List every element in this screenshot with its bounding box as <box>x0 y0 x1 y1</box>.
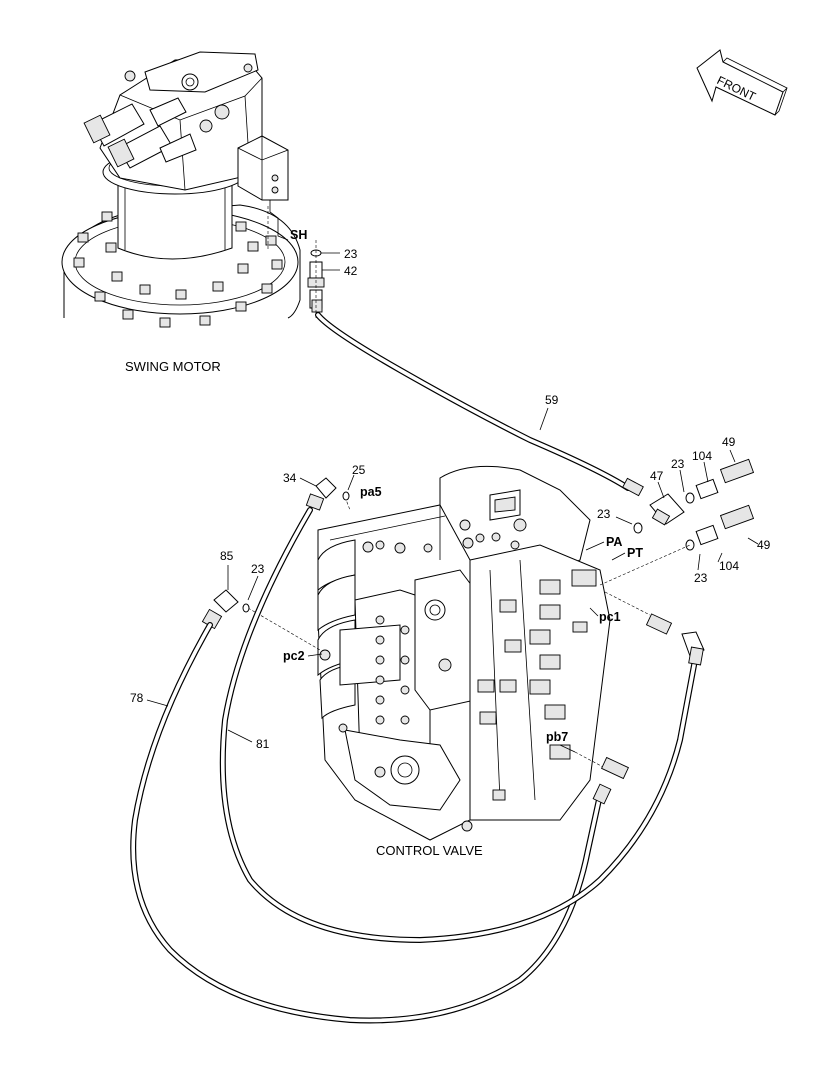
front-arrow: FRONT <box>696 49 788 116</box>
port-pa5-label: pa5 <box>360 485 382 499</box>
port-pc2-label: pc2 <box>283 649 305 663</box>
port-pb7-label: pb7 <box>546 730 568 744</box>
pt-fittings <box>599 504 755 586</box>
pilot-caps <box>477 532 597 801</box>
callout-23-top: 23 <box>671 457 685 471</box>
callout-23-pt: 23 <box>694 571 708 585</box>
hose-59 <box>315 312 644 497</box>
callout-25: 25 <box>352 463 366 477</box>
port-pt-label: PT <box>627 546 643 560</box>
callout-78: 78 <box>130 691 144 705</box>
relief-valves <box>83 97 197 169</box>
port-pc1-label: pc1 <box>599 610 621 624</box>
flange-bolts <box>73 211 283 328</box>
pa5-fittings <box>305 477 350 511</box>
callout-47: 47 <box>650 469 664 483</box>
port-sh-label: SH <box>290 228 307 242</box>
pc2-fittings <box>201 589 250 630</box>
callout-34: 34 <box>283 471 297 485</box>
callout-104-bottom: 104 <box>719 559 739 573</box>
pb7-fittings <box>600 756 630 780</box>
callout-49-top: 49 <box>722 435 736 449</box>
hose-78 <box>130 622 612 1024</box>
control-valve-label: CONTROL VALVE <box>376 843 483 858</box>
callout-59: 59 <box>545 393 559 407</box>
callout-23-pc2: 23 <box>251 562 265 576</box>
callout-85: 85 <box>220 549 234 563</box>
callout-104-top: 104 <box>692 449 712 463</box>
control-valve <box>317 465 611 841</box>
callout-81: 81 <box>256 737 270 751</box>
pa-fittings <box>633 458 755 534</box>
callout-42: 42 <box>344 264 358 278</box>
callout-23-sh: 23 <box>344 247 358 261</box>
port-pa-label: PA <box>606 535 622 549</box>
swing-motor: SWING MOTOR <box>61 51 301 374</box>
swing-motor-label: SWING MOTOR <box>125 359 221 374</box>
sh-fittings <box>307 240 340 320</box>
callout-23-pa: 23 <box>597 507 611 521</box>
callout-49-bottom: 49 <box>757 538 771 552</box>
hose-81 <box>219 507 704 944</box>
